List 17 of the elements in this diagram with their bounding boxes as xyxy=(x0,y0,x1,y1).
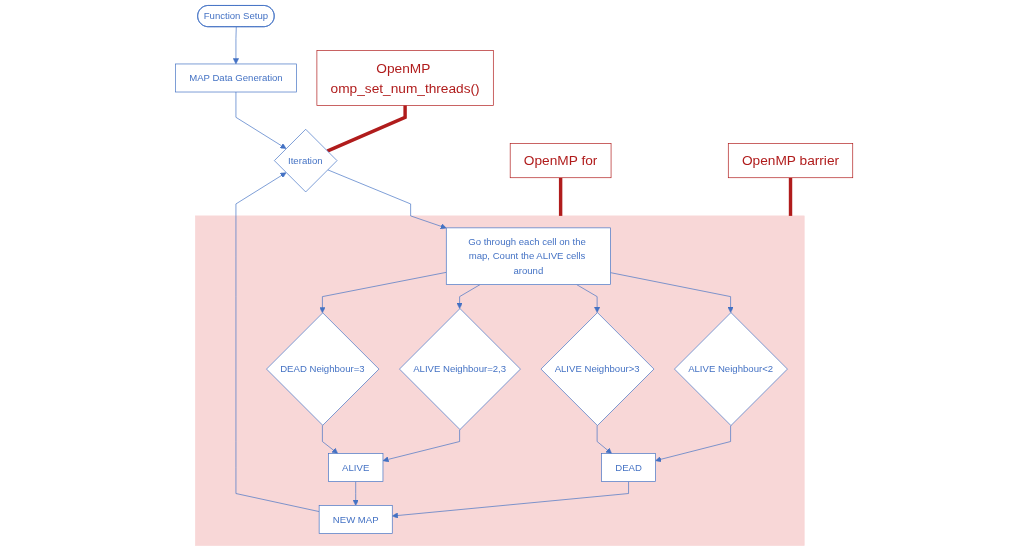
node-diamond: ALIVE Neighbour=2,3 xyxy=(399,308,522,430)
node-box: Go through each cell on the map, Count the ALIVE cells around xyxy=(446,227,612,285)
connector xyxy=(559,177,563,216)
connector xyxy=(326,105,408,153)
node-diamond: ALIVE Neighbour>3 xyxy=(541,312,655,426)
node-diamond: Iteration xyxy=(274,128,338,193)
node-box: MAP Data Generation xyxy=(175,63,298,93)
node-box: OpenMP omp_set_num_threads() xyxy=(316,50,495,106)
node-diamond: DEAD Neighbour=3 xyxy=(266,312,380,426)
node-box: OpenMP for xyxy=(510,143,612,179)
node-diamond: ALIVE Neighbour<2 xyxy=(674,312,789,426)
node-box: DEAD xyxy=(601,453,657,482)
cluster xyxy=(195,215,805,546)
connector xyxy=(789,177,793,216)
node-box: ALIVE xyxy=(328,453,384,482)
node-box: OpenMP barrier xyxy=(728,143,854,179)
node-box: NEW MAP xyxy=(319,505,393,534)
